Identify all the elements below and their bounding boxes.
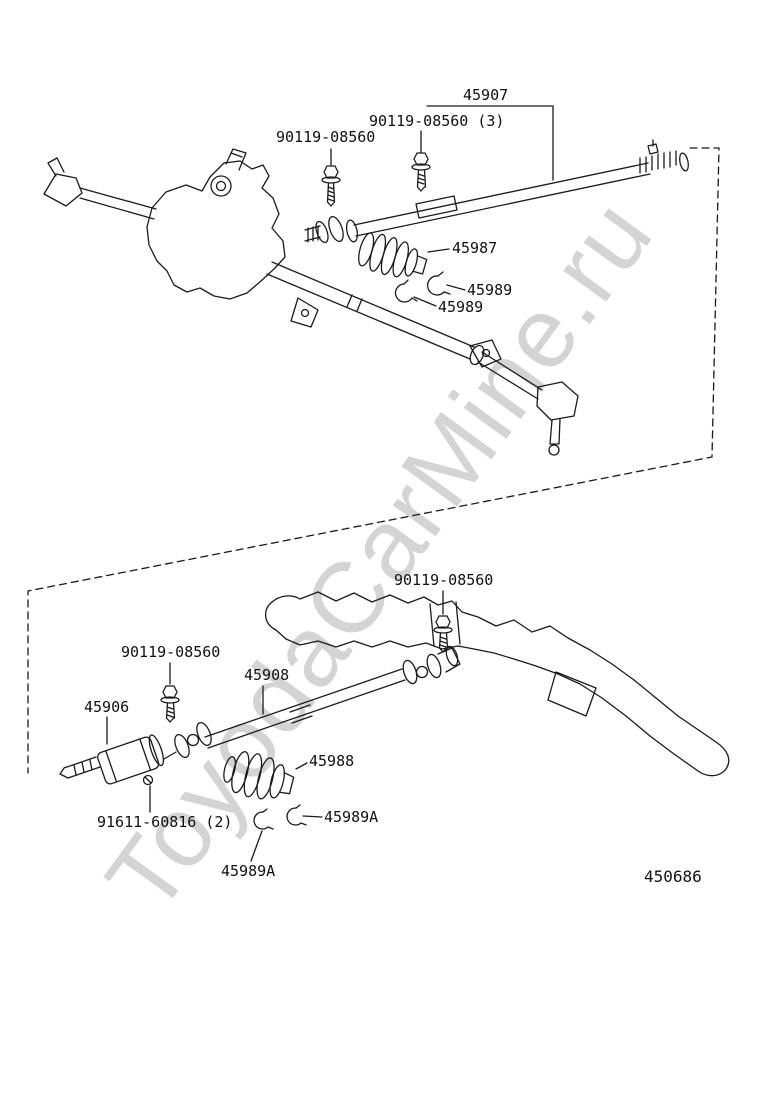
boot-clip-45989-1 [426, 271, 451, 296]
part-label-90119-08560-x3: 90119-08560 (3) [369, 112, 505, 130]
intermediate-shaft-45907 [304, 139, 689, 244]
part-label-90119-08560-lower-right: 90119-08560 [394, 571, 494, 589]
part-label-45989A-2: 45989A [221, 862, 276, 880]
flange-bolt-lower-right [433, 615, 453, 653]
boot-clip-45989-2 [394, 279, 418, 303]
set-screw-91611 [142, 774, 154, 786]
part-label-90119-08560-lower-left: 90119-08560 [121, 643, 221, 661]
sliding-yoke-45906 [59, 734, 165, 785]
boot-clip-45989A-2 [253, 808, 274, 830]
part-label-45906: 45906 [84, 698, 130, 716]
part-label-90119-08560-upper: 90119-08560 [276, 128, 376, 146]
diagram-code: 450686 [644, 867, 702, 886]
intermediate-shaft-45908 [163, 645, 461, 760]
steering-boot-45988 [223, 751, 295, 800]
leader-lines [106, 105, 554, 862]
part-label-45989-2: 45989 [438, 298, 484, 316]
part-label-45908: 45908 [244, 666, 290, 684]
part-label-45988: 45988 [309, 752, 355, 770]
flange-bolt-lower-left [160, 685, 180, 723]
frame-crossmember [265, 591, 730, 777]
steering-rack-assembly [43, 148, 579, 456]
part-label-91611-60816-x2: 91611-60816 (2) [97, 813, 233, 831]
flange-bolt-upper-left [321, 165, 341, 207]
part-label-45989-1: 45989 [467, 281, 513, 299]
part-label-45907: 45907 [463, 86, 509, 104]
flange-bolt-upper-right [411, 152, 431, 192]
part-label-45987: 45987 [452, 239, 498, 257]
boot-clip-45989A-1 [286, 804, 307, 826]
steering-boot-45987 [358, 232, 428, 278]
dashed-boundary [27, 147, 720, 774]
part-label-45989A-1: 45989A [324, 808, 379, 826]
